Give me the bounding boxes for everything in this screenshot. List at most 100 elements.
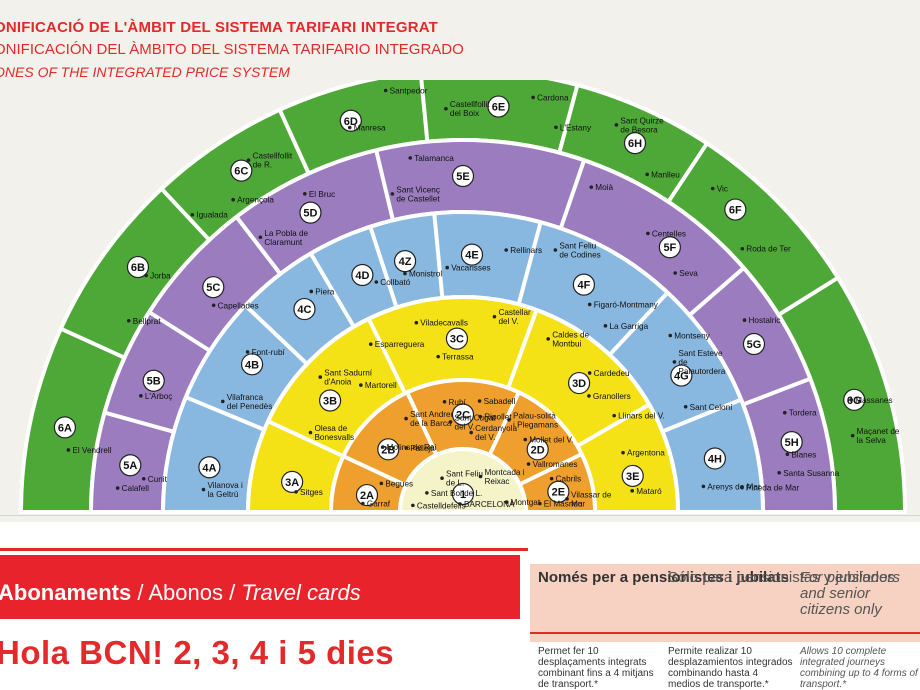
zone-badge [572, 273, 595, 296]
pensioners-text-english: Allows 10 complete integrated journeys c… [800, 646, 918, 690]
place-label: Cabrils [556, 475, 581, 484]
place-dot [403, 271, 407, 276]
place-label: Sant Boi de L. [431, 489, 482, 498]
place-dot [849, 398, 854, 402]
place-dot [404, 416, 408, 421]
place-label: Bellprat [133, 317, 161, 326]
zone-badge-label: 3D [572, 378, 586, 390]
place-label: Igualada [196, 211, 228, 220]
zone-badge-label: 4F [577, 280, 590, 292]
place-label: Cardedeu [594, 369, 630, 378]
place-dot [546, 337, 550, 341]
zone-badge-label: 4A [202, 462, 216, 474]
zone-badge-label: 4H [708, 453, 722, 465]
zone-badge-label: 3A [285, 477, 299, 489]
place-dot [630, 489, 635, 493]
place-label: Capellades [218, 301, 259, 310]
zone-badge-label: 6C [234, 166, 248, 178]
zone-badge [318, 389, 342, 412]
place-dot [445, 265, 449, 270]
place-label: Figaró-Montmany [594, 300, 659, 309]
zone-badge-label: 5F [663, 242, 676, 254]
place-label: Vallromanes [533, 460, 578, 469]
zone-badge-label: 4C [297, 304, 311, 316]
header-title-catalan: ONIFICACIÓ DE L'ÀMBIT DEL SISTEMA TARIFA… [0, 19, 439, 36]
place-dot [390, 192, 395, 196]
divider [0, 548, 528, 551]
travel-cards-title: Abonaments / Abonos / Travel cards [0, 580, 361, 606]
place-dot [245, 350, 250, 354]
place-dot [379, 481, 384, 486]
pensioners-box [530, 564, 920, 642]
place-dot [66, 448, 71, 452]
zone-badge [281, 470, 304, 493]
zone-badge-label: 4D [355, 270, 369, 282]
sector-divider [666, 142, 709, 203]
place-label: Collbató [380, 278, 410, 287]
zone-badge-label: 3E [626, 471, 639, 483]
place-dot [440, 476, 444, 481]
place-dot [380, 445, 385, 449]
place-label: El Vendrell [72, 446, 111, 455]
zone-badge [451, 164, 475, 188]
place-dot [504, 248, 508, 252]
sector-divider [518, 452, 583, 487]
zone-badge-label: 5A [123, 460, 137, 472]
zone-badge-label: 6F [729, 205, 742, 217]
zone-badge-label: 2E [552, 487, 565, 499]
place-dot [469, 430, 473, 435]
place-label: Esparreguera [375, 340, 425, 349]
place-dot [710, 186, 715, 191]
sector-divider [309, 252, 356, 328]
place-dot [587, 394, 591, 398]
place-dot [448, 420, 453, 424]
place-dot [668, 333, 673, 338]
zone-badge [351, 263, 374, 287]
zone-badge-label: 3C [450, 334, 464, 346]
sector-divider [368, 226, 399, 309]
place-dot [141, 476, 146, 481]
zone-badge [843, 388, 866, 411]
place-dot [782, 410, 787, 415]
place-label: Montseny [674, 332, 710, 341]
place-dot [507, 418, 511, 422]
sector-divider [234, 215, 282, 276]
place-label: Pineda de Mar [746, 483, 800, 492]
zone-badge [142, 369, 165, 392]
zone-badge [460, 243, 484, 266]
travel-cards-banner [0, 555, 520, 619]
sector-divider [366, 317, 407, 395]
place-label: El Bruc [309, 190, 335, 199]
zone-badge [621, 464, 644, 488]
place-dot [777, 471, 782, 475]
place-dot [211, 303, 216, 308]
sector-divider [557, 84, 580, 154]
zone-badge-label: 4B [245, 359, 259, 371]
place-dot [139, 394, 143, 398]
place-dot [554, 125, 558, 130]
zone-badge [703, 447, 726, 470]
place-label: Moià [595, 183, 613, 192]
sector-divider [487, 391, 521, 456]
title-separator: / [223, 580, 242, 605]
sector-divider [342, 454, 407, 488]
title-english: Travel cards [241, 580, 361, 605]
place-dot [645, 172, 649, 177]
place-dot [368, 342, 373, 346]
sector-divider [661, 397, 742, 434]
sector-divider [148, 310, 212, 353]
place-dot [477, 399, 482, 403]
place-dot [308, 430, 313, 435]
pensioners-title-catalan: Només per a pensionistes i jubilats [538, 569, 789, 586]
zone-badge [623, 132, 647, 155]
sector-divider [405, 391, 439, 456]
zone-badge-label: 2A [360, 490, 374, 502]
zone-badge-label: 2B [381, 444, 395, 456]
place-dot [672, 360, 677, 364]
